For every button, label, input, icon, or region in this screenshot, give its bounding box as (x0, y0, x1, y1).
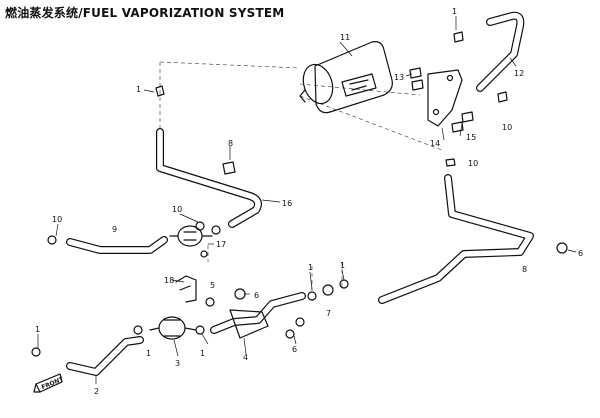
callout-10-center: 10 (172, 205, 182, 214)
callout-17: 17 (216, 240, 226, 249)
callout-10-right: 10 (502, 123, 512, 132)
fuel-filter-lower (149, 316, 197, 340)
carbon-canister (299, 41, 393, 114)
callout-14: 14 (430, 139, 440, 148)
callout-8-left: 8 (228, 139, 233, 148)
filter-bracket (175, 275, 197, 303)
fastener-group-top (155, 31, 508, 175)
callout-12: 12 (514, 69, 524, 78)
front-direction-arrow: FRONT (33, 373, 66, 393)
callout-11: 11 (340, 33, 350, 42)
leader-lines (37, 16, 577, 384)
callout-6-center: 6 (254, 291, 259, 300)
callout-1-center-b: 1 (340, 261, 345, 270)
callout-8-right: 8 (522, 265, 527, 274)
callout-5: 5 (210, 281, 215, 290)
hose-9 (66, 236, 168, 254)
callout-1-low-mid: 1 (200, 349, 205, 358)
callout-6-low: 6 (292, 345, 297, 354)
callout-2: 2 (94, 387, 99, 396)
callout-16: 16 (282, 199, 292, 208)
callout-3: 3 (175, 359, 180, 368)
fuel-filter-upper (169, 225, 213, 247)
hose-8 (378, 174, 534, 304)
callout-15: 15 (466, 133, 476, 142)
hose-4 (210, 292, 306, 339)
callout-9: 9 (112, 225, 117, 234)
callout-10-left: 10 (52, 215, 62, 224)
callout-18: 18 (164, 276, 174, 285)
clamp-group (31, 221, 568, 357)
hose-16 (156, 128, 262, 228)
hose-12 (476, 11, 525, 92)
page-title: 燃油蒸发系统/FUEL VAPORIZATION SYSTEM (5, 6, 285, 20)
canister-bracket (427, 69, 463, 127)
callout-4: 4 (243, 353, 248, 362)
callout-1-left: 1 (35, 325, 40, 334)
callout-6-right: 6 (578, 249, 583, 258)
callout-1-center-a: 1 (308, 263, 313, 272)
callout-1-lower: 1 (146, 349, 151, 358)
callout-7: 7 (326, 309, 331, 318)
hose-2 (66, 336, 144, 376)
front-marker: FRONT (41, 376, 66, 391)
callout-10-mid: 10 (468, 159, 478, 168)
callout-1-top: 1 (452, 7, 457, 16)
callout-labels: 1 11 12 13 10 14 15 1 8 16 10 10 10 9 17… (35, 7, 583, 396)
callout-13: 13 (394, 73, 404, 82)
callout-1-upper-left: 1 (136, 85, 141, 94)
